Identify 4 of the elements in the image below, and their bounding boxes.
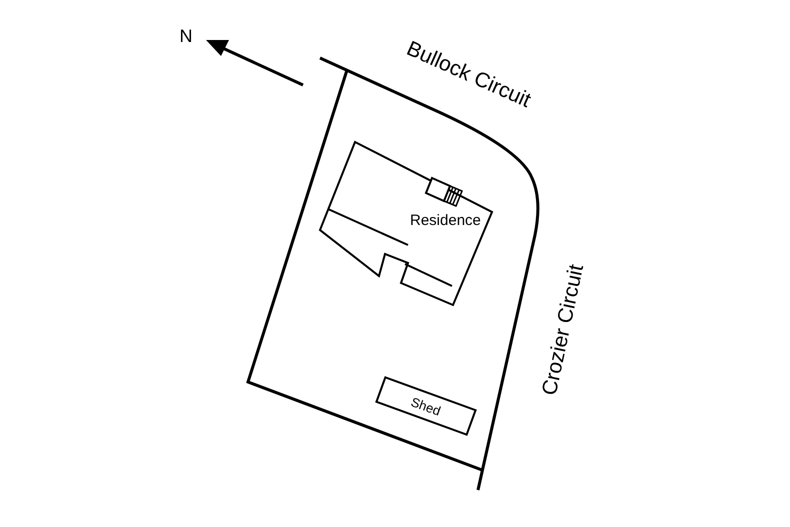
building-label: Shed [409,394,443,418]
street-name: Crozier Circuit [537,262,589,398]
north-label: N [180,26,192,46]
building-label: Residence [410,212,481,229]
